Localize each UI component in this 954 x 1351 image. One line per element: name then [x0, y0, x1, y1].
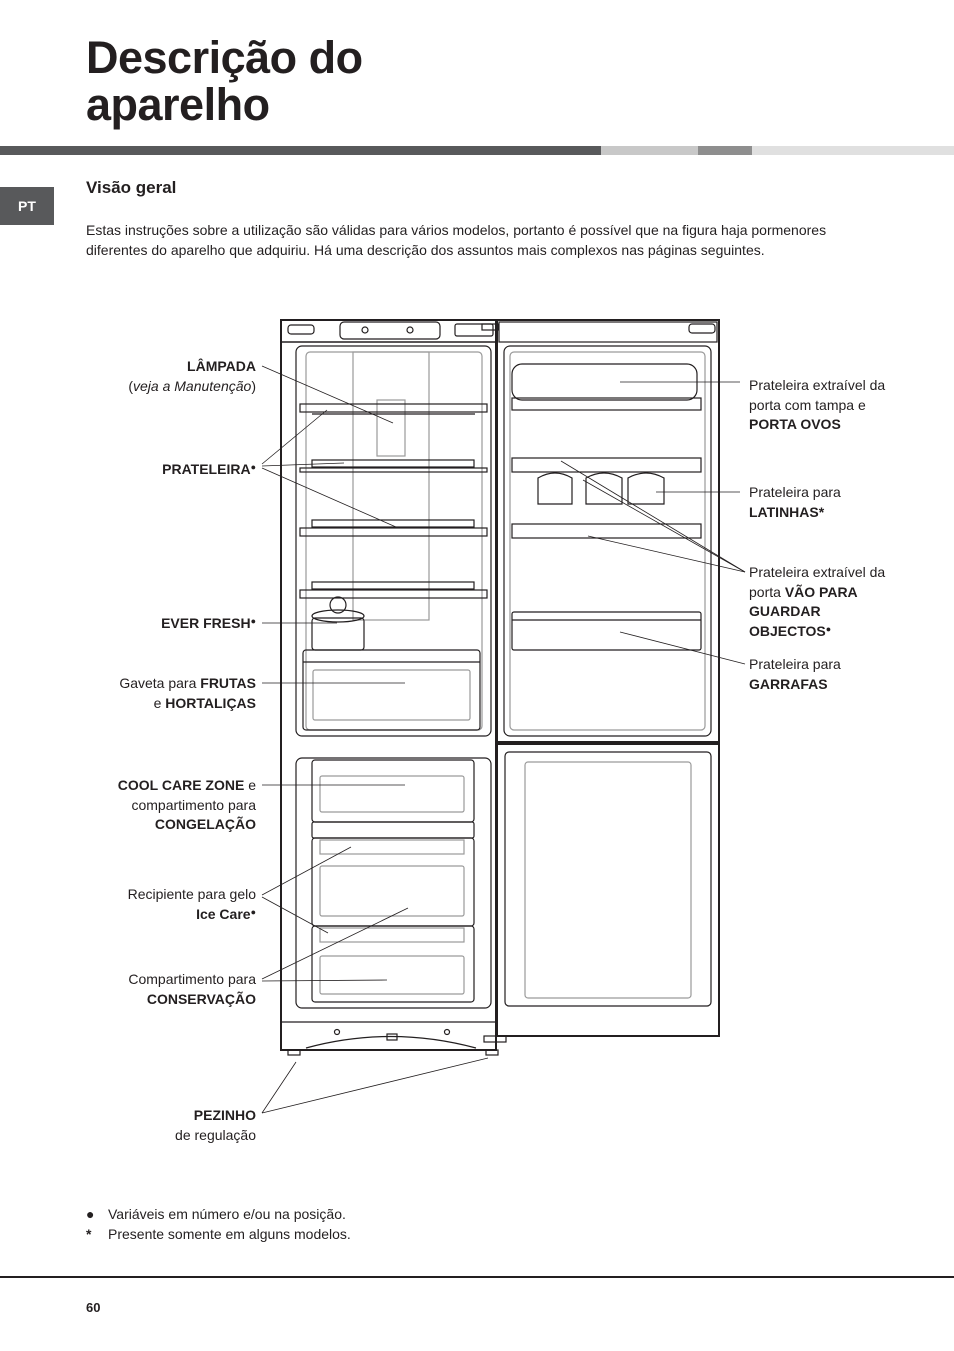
- leader-lines: [261, 365, 746, 1114]
- label-cool-care: COOL CARE ZONE e compartimento para CONG…: [117, 777, 256, 832]
- vegetable-drawer: [302, 649, 481, 731]
- label-garrafas: Prateleira para GARRAFAS: [749, 656, 841, 692]
- label-gaveta: Gaveta para FRUTAS e HORTALIÇAS: [119, 675, 256, 711]
- section-heading: Visão geral: [86, 178, 177, 197]
- label-latinhas: Prateleira para LATINHAS*: [749, 484, 841, 520]
- label-lampada: LÂMPADA (veja a Manutenção): [128, 358, 256, 394]
- label-prateleira: PRATELEIRA●: [162, 461, 256, 477]
- foot-right: [485, 1049, 499, 1056]
- bullet-mark: ●: [250, 462, 256, 472]
- upper-door: [496, 319, 720, 743]
- footnotes: ●Variáveis em número e/ou na posição. *P…: [86, 1204, 351, 1244]
- header-bar-dark: [0, 146, 601, 155]
- lower-door: [496, 743, 720, 1037]
- freezer-drawer: [311, 837, 475, 927]
- header-bar-light: [601, 146, 698, 155]
- fridge-shelves: [299, 403, 488, 599]
- label-vao: Prateleira extraível da porta VÃO PARA G…: [749, 564, 886, 639]
- bullet-mark: ●: [250, 906, 256, 917]
- plinth: [305, 1035, 477, 1049]
- bullet-mark: ●: [825, 623, 832, 634]
- header-bar-pale: [752, 146, 954, 155]
- foot-left: [287, 1049, 301, 1056]
- intro-paragraph: Estas instruções sobre a utilização são …: [86, 222, 827, 258]
- fridge-compartment: [295, 345, 492, 737]
- freezer-compartment: [295, 757, 492, 1009]
- bullet-mark: ●: [250, 616, 256, 626]
- label-ice-care: Recipiente para gelo Ice Care●: [127, 886, 256, 922]
- asterisk-mark: *: [818, 503, 825, 520]
- language-tab: PT: [0, 187, 54, 225]
- footnote-row: ●Variáveis em número e/ou na posição.: [86, 1206, 346, 1222]
- label-conservacao: Compartimento para CONSERVAÇÃO: [128, 971, 256, 1007]
- bottle-shelf: [511, 611, 702, 651]
- conservation-drawer: [311, 925, 475, 1003]
- footnote-row: *Presente somente em alguns modelos.: [86, 1226, 351, 1242]
- label-pezinho: PEZINHO de regulação: [175, 1107, 256, 1143]
- label-ever-fresh: EVER FRESH●: [161, 615, 256, 631]
- lamp-column: [352, 351, 430, 621]
- header-bar-mid: [698, 146, 752, 155]
- page-number: 60: [86, 1300, 101, 1315]
- cool-care-drawer: [311, 759, 475, 823]
- can-rack: [537, 472, 665, 505]
- label-porta-ovos: Prateleira extraível da porta com tampa …: [749, 377, 886, 432]
- footer-rule: [0, 1276, 954, 1278]
